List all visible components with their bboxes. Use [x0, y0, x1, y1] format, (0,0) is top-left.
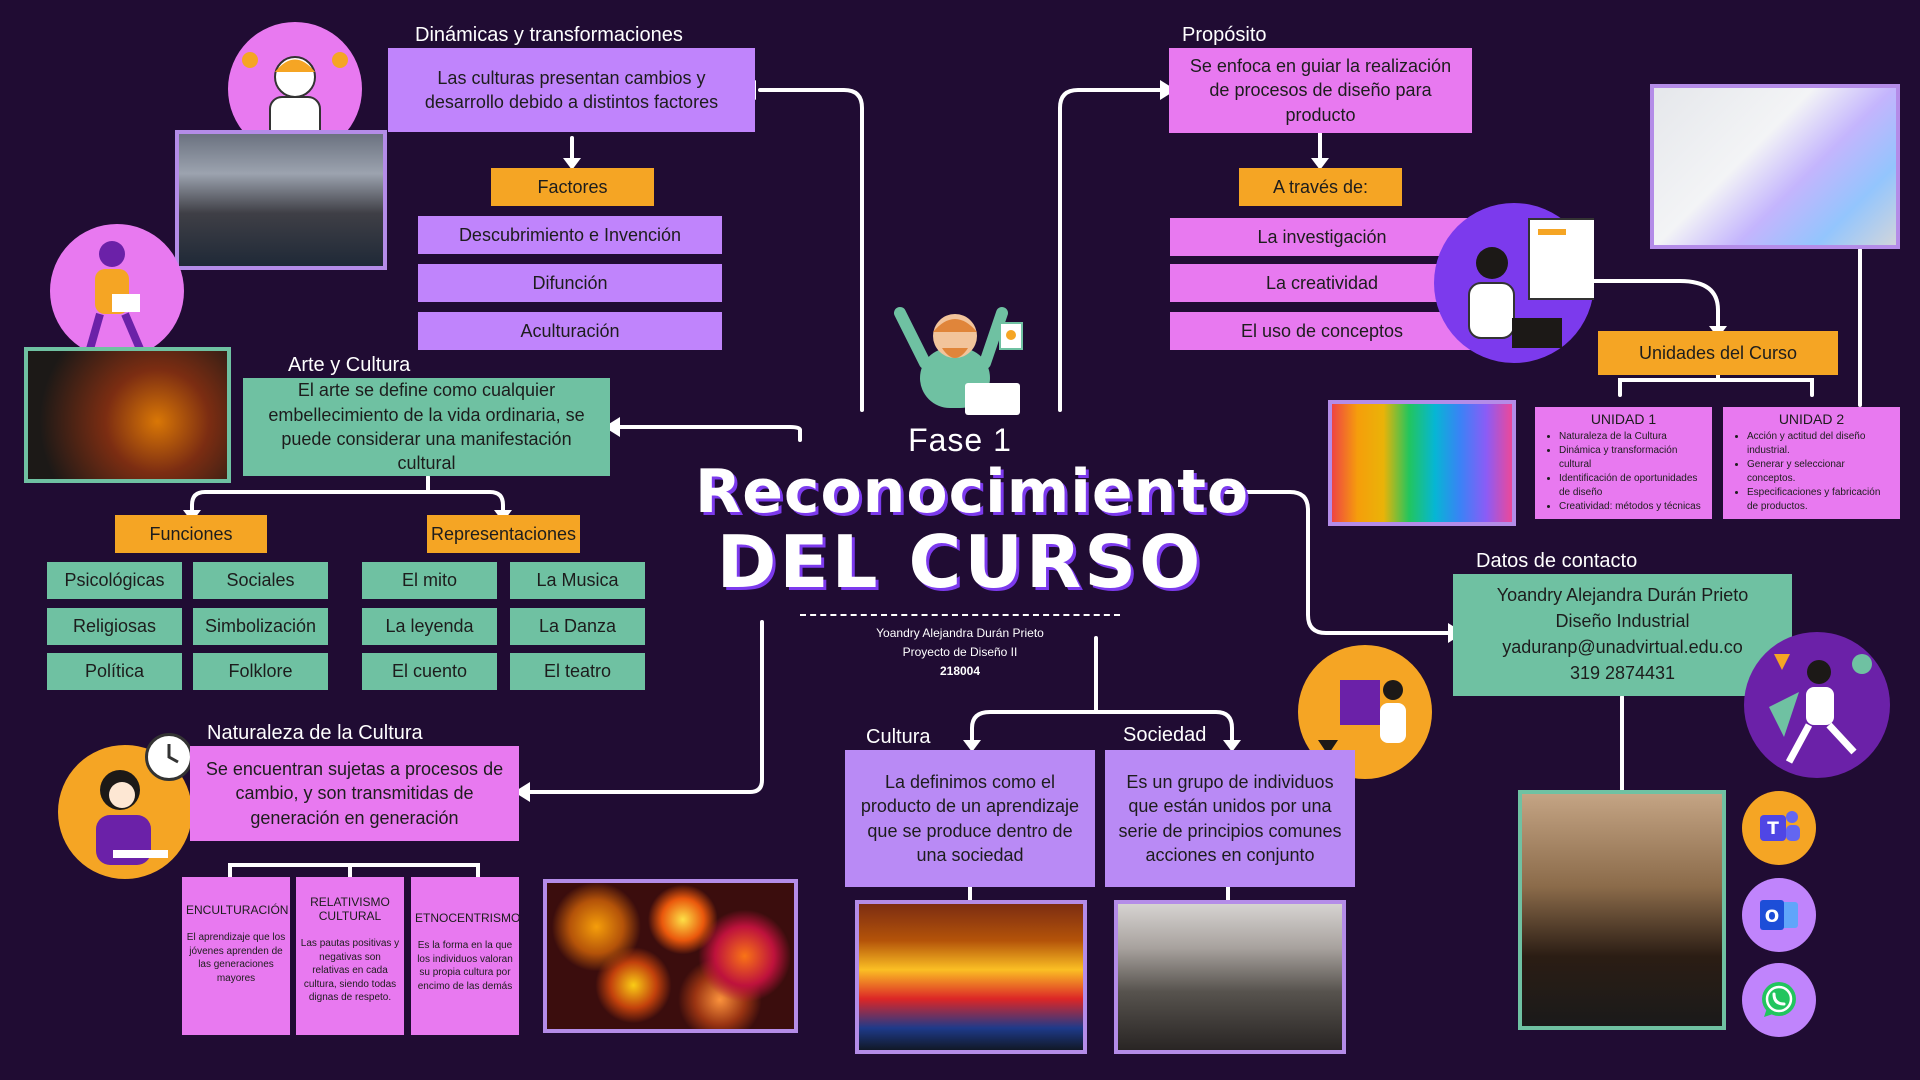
- unidad-2-card: UNIDAD 2 Acción y actitud del diseño ind…: [1723, 407, 1900, 519]
- naturaleza-box: Se encuentran sujetas a procesos de camb…: [190, 746, 519, 841]
- teams-icon[interactable]: T: [1742, 791, 1816, 865]
- clock-icon: [145, 733, 193, 781]
- title-block: Fase 1 Reconocimiento DEL CURSO Yoandry …: [695, 420, 1250, 680]
- funcion-item: Psicológicas: [47, 562, 182, 599]
- phase-label: Fase 1: [908, 422, 1012, 458]
- funciones-label: Funciones: [115, 515, 267, 553]
- unidad-1-item: Naturaleza de la Cultura: [1559, 430, 1706, 444]
- hourglass-team-illustration: [1298, 645, 1432, 779]
- naturaleza-label: Naturaleza de la Cultura: [207, 722, 423, 744]
- title-divider: [800, 614, 1120, 616]
- unidad-2-item: Acción y actitud del diseño industrial.: [1747, 430, 1894, 458]
- contacto-name: Yoandry Alejandra Durán Prieto: [1496, 585, 1749, 605]
- etnocentrismo-card: ETNOCENTRISMO Es la forma en la que los …: [411, 877, 521, 1035]
- representacion-item: El teatro: [510, 653, 645, 690]
- card-text: El aprendizaje que los jóvenes aprenden …: [186, 932, 286, 984]
- card-title: RELATIVISMO CULTURAL: [310, 895, 390, 923]
- arte-label: Arte y Cultura: [288, 354, 411, 376]
- representacion-item: El cuento: [362, 653, 497, 690]
- unidad-1-list: Naturaleza de la Cultura Dinámica y tran…: [1541, 430, 1706, 514]
- unidad-1-item: Creatividad: métodos y técnicas: [1559, 500, 1706, 514]
- outlook-icon[interactable]: O: [1742, 878, 1816, 952]
- sociedad-label: Sociedad: [1123, 724, 1207, 746]
- unidad-2-item: Generar y seleccionar conceptos.: [1747, 458, 1894, 486]
- contacto-label: Datos de contacto: [1476, 550, 1638, 572]
- factores-label: Factores: [491, 168, 654, 206]
- proposito-box: Se enfoca en guiar la realización de pro…: [1169, 48, 1472, 133]
- representacion-item: La Musica: [510, 562, 645, 599]
- unidad-2-item: Especificaciones y fabricación de produc…: [1747, 486, 1894, 514]
- funcion-item: Religiosas: [47, 608, 182, 645]
- representacion-item: La leyenda: [362, 608, 497, 645]
- factor-item: Aculturación: [418, 312, 722, 350]
- dancing-person-illustration: [1744, 632, 1890, 778]
- title-code: 218004: [939, 664, 981, 678]
- card-text: Las pautas positivas y negativas son rel…: [300, 938, 400, 1003]
- unidad-1-item: Dinámica y transformación cultural: [1559, 444, 1706, 472]
- unidad-2-list: Acción y actitud del diseño industrial. …: [1729, 430, 1894, 514]
- dinamicas-box: Las culturas presentan cambios y desarro…: [388, 48, 755, 132]
- title-course: Proyecto de Diseño II: [902, 645, 1018, 659]
- reading-person-illustration: [50, 224, 184, 358]
- title-line-1: Reconocimiento: [695, 457, 1250, 527]
- sociedad-box: Es un grupo de individuos que están unid…: [1105, 750, 1355, 887]
- svg-text:T: T: [1767, 819, 1779, 839]
- proposito-item: La investigación: [1170, 218, 1474, 256]
- center-character-illustration: [880, 288, 1040, 418]
- unidades-label: Unidades del Curso: [1598, 331, 1838, 375]
- representaciones-label: Representaciones: [427, 515, 580, 553]
- funcion-item: Simbolización: [193, 608, 328, 645]
- dinamicas-label: Dinámicas y transformaciones: [415, 24, 683, 46]
- representacion-item: El mito: [362, 562, 497, 599]
- factor-item: Descubrimiento e Invención: [418, 216, 722, 254]
- profile-photo: [1518, 790, 1726, 1030]
- whatsapp-icon[interactable]: [1742, 963, 1816, 1037]
- factor-item: Difunción: [418, 264, 722, 302]
- color-swatch-photo: [1328, 400, 1516, 526]
- card-title: ENCULTURACIÓN: [186, 903, 289, 917]
- proposito-item: El uso de conceptos: [1170, 312, 1474, 350]
- title-line-2: DEL CURSO: [716, 520, 1204, 604]
- arte-box: El arte se define como cualquier embelle…: [243, 378, 610, 476]
- cultura-label: Cultura: [866, 726, 931, 748]
- unidad-2-title: UNIDAD 2: [1778, 411, 1845, 427]
- lanterns-photo: [543, 879, 798, 1033]
- representacion-item: La Danza: [510, 608, 645, 645]
- laptop-woman-illustration: [1434, 203, 1612, 363]
- proposito-label: Propósito: [1182, 24, 1267, 46]
- funcion-item: Folklore: [193, 653, 328, 690]
- contacto-box: Yoandry Alejandra Durán Prieto Diseño In…: [1453, 574, 1792, 696]
- relativismo-card: RELATIVISMO CULTURAL Las pautas positiva…: [296, 877, 404, 1035]
- svg-text:O: O: [1765, 907, 1779, 927]
- street-crowd-photo: [1114, 900, 1346, 1054]
- proposito-item: La creatividad: [1170, 264, 1474, 302]
- through-label: A través de:: [1239, 168, 1402, 206]
- enculturacion-card: ENCULTURACIÓN El aprendizaje que los jóv…: [182, 877, 290, 1035]
- unidad-1-item: Identificación de oportunidades de diseñ…: [1559, 472, 1706, 500]
- unidad-1-card: UNIDAD 1 Naturaleza de la Cultura Dinámi…: [1535, 407, 1712, 519]
- design-sketch-photo: [1650, 84, 1900, 249]
- cultura-box: La definimos como el producto de un apre…: [845, 750, 1095, 887]
- card-text: Es la forma en la que los individuos val…: [417, 940, 513, 992]
- paintbrush-photo: [24, 347, 231, 483]
- funcion-item: Política: [47, 653, 182, 690]
- contacto-phone: 319 2874431: [1569, 663, 1676, 683]
- contacto-program: Diseño Industrial: [1555, 611, 1690, 631]
- title-author: Yoandry Alejandra Durán Prieto: [876, 626, 1044, 640]
- unidad-1-title: UNIDAD 1: [1590, 411, 1657, 427]
- card-title: ETNOCENTRISMO: [415, 911, 521, 925]
- market-bags-photo: [855, 900, 1087, 1054]
- contacto-email[interactable]: yaduranp@unadvirtual.edu.co: [1502, 637, 1743, 657]
- protest-crowd-photo: [175, 130, 387, 270]
- funcion-item: Sociales: [193, 562, 328, 599]
